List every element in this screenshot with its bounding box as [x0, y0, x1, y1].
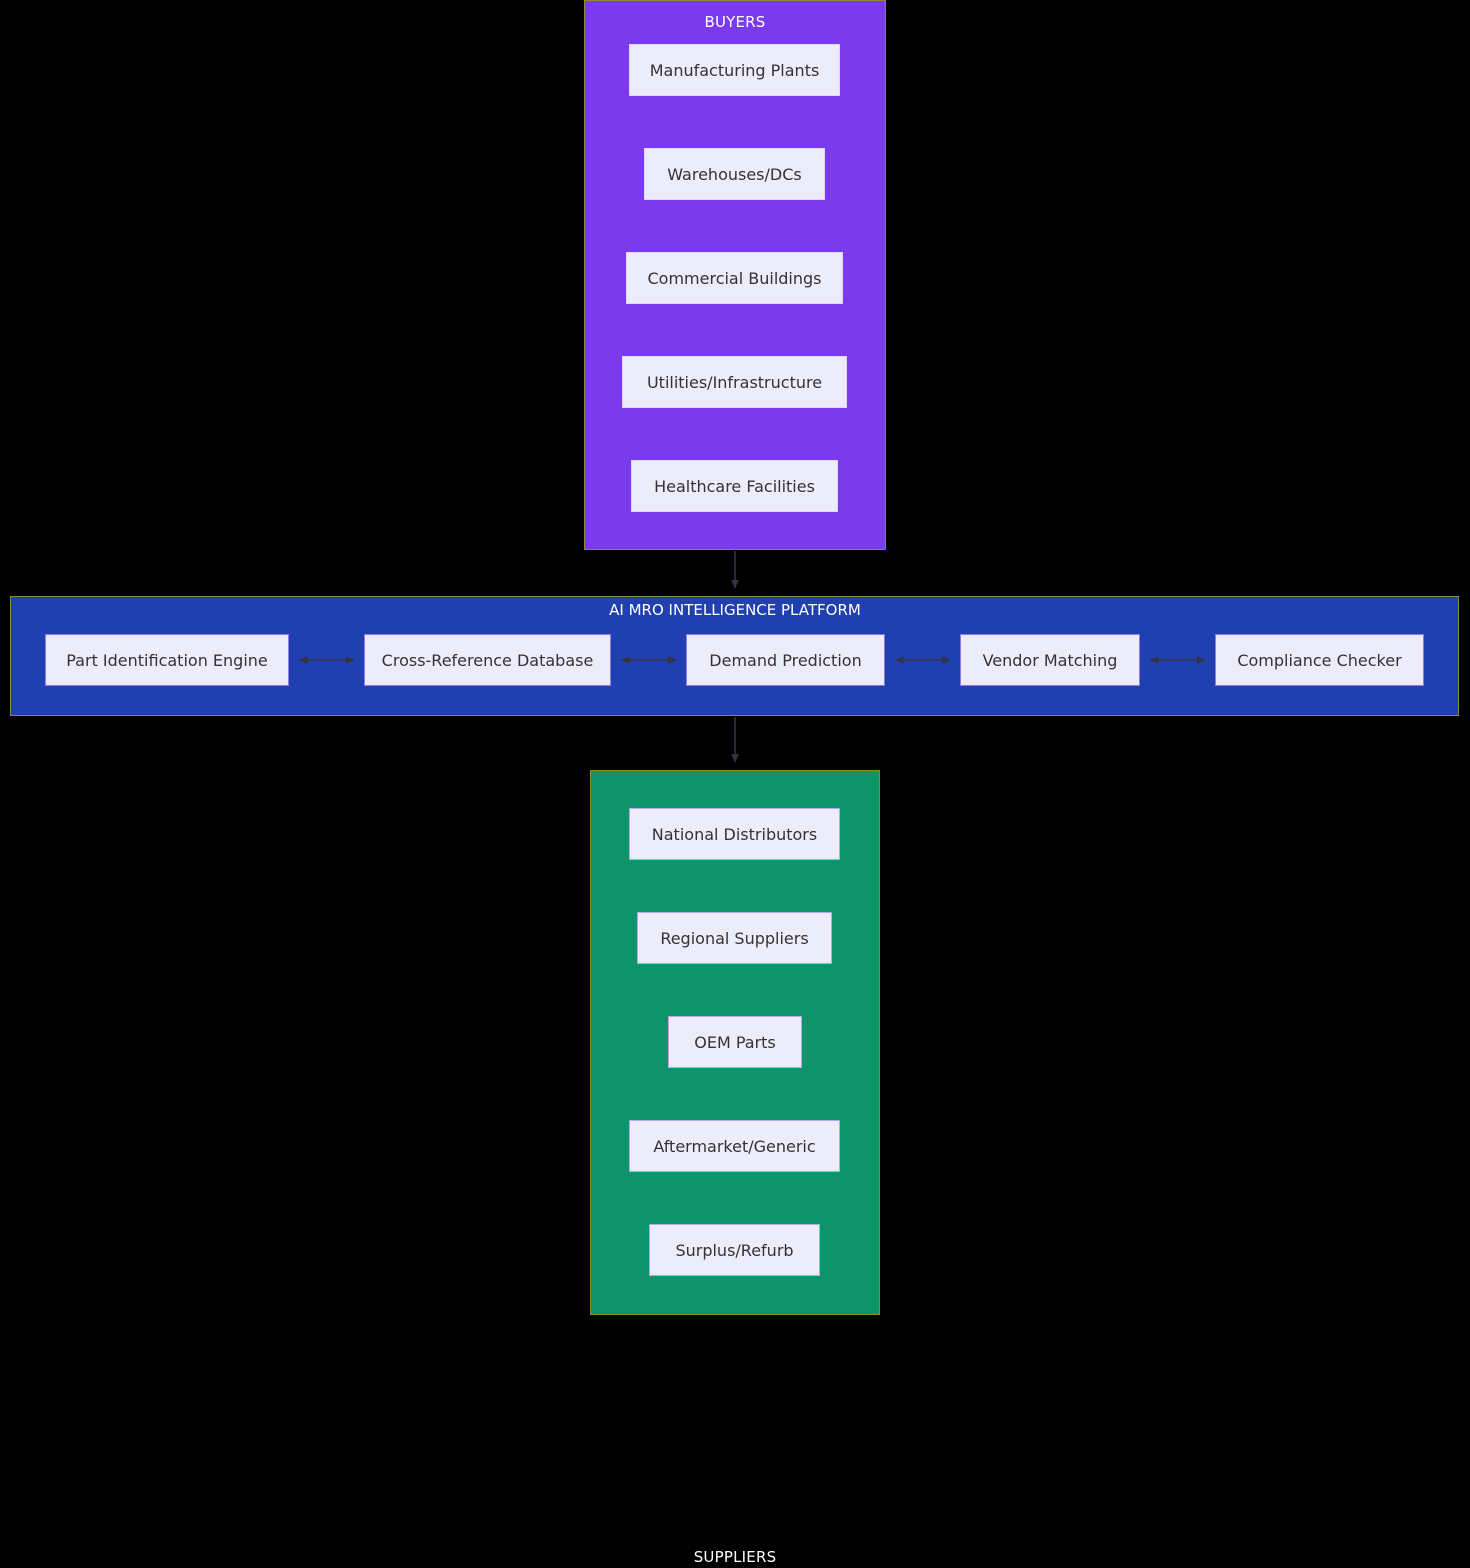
node-label: Manufacturing Plants — [649, 60, 820, 80]
subgraph-suppliers-title: SUPPLIERS — [693, 1548, 777, 1566]
node-label: Aftermarket/Generic — [653, 1136, 816, 1156]
node-label: Commercial Buildings — [647, 268, 822, 288]
node-label: Healthcare Facilities — [654, 476, 815, 496]
node-label: Demand Prediction — [709, 650, 862, 670]
node-label: Vendor Matching — [982, 650, 1118, 670]
node-regional-suppliers[interactable]: Regional Suppliers — [637, 912, 832, 964]
node-vendor-matching[interactable]: Vendor Matching — [960, 634, 1140, 686]
node-label: Regional Suppliers — [660, 928, 809, 948]
node-label: OEM Parts — [694, 1032, 776, 1052]
subgraph-buyers-title: BUYERS — [704, 13, 766, 31]
diagram-canvas: BUYERS Manufacturing Plants Warehouses/D… — [10, 0, 1459, 1566]
node-surplus-refurb[interactable]: Surplus/Refurb — [649, 1224, 820, 1276]
node-label: Compliance Checker — [1237, 650, 1402, 670]
node-label: Utilities/Infrastructure — [646, 372, 823, 392]
node-oem-parts[interactable]: OEM Parts — [668, 1016, 802, 1068]
node-aftermarket-generic[interactable]: Aftermarket/Generic — [629, 1120, 840, 1172]
node-utilities-infrastructure[interactable]: Utilities/Infrastructure — [622, 356, 847, 408]
node-manufacturing-plants[interactable]: Manufacturing Plants — [629, 44, 840, 96]
node-national-distributors[interactable]: National Distributors — [629, 808, 840, 860]
node-demand-prediction[interactable]: Demand Prediction — [686, 634, 885, 686]
node-warehouses-dcs[interactable]: Warehouses/DCs — [644, 148, 825, 200]
node-commercial-buildings[interactable]: Commercial Buildings — [626, 252, 843, 304]
node-label: Cross-Reference Database — [381, 650, 594, 670]
node-label: Warehouses/DCs — [667, 164, 802, 184]
node-label: National Distributors — [651, 824, 818, 844]
node-label: Part Identification Engine — [66, 650, 268, 670]
node-compliance-checker[interactable]: Compliance Checker — [1215, 634, 1424, 686]
node-part-identification-engine[interactable]: Part Identification Engine — [45, 634, 289, 686]
node-cross-reference-database[interactable]: Cross-Reference Database — [364, 634, 611, 686]
node-label: Surplus/Refurb — [675, 1240, 794, 1260]
node-healthcare-facilities[interactable]: Healthcare Facilities — [631, 460, 838, 512]
